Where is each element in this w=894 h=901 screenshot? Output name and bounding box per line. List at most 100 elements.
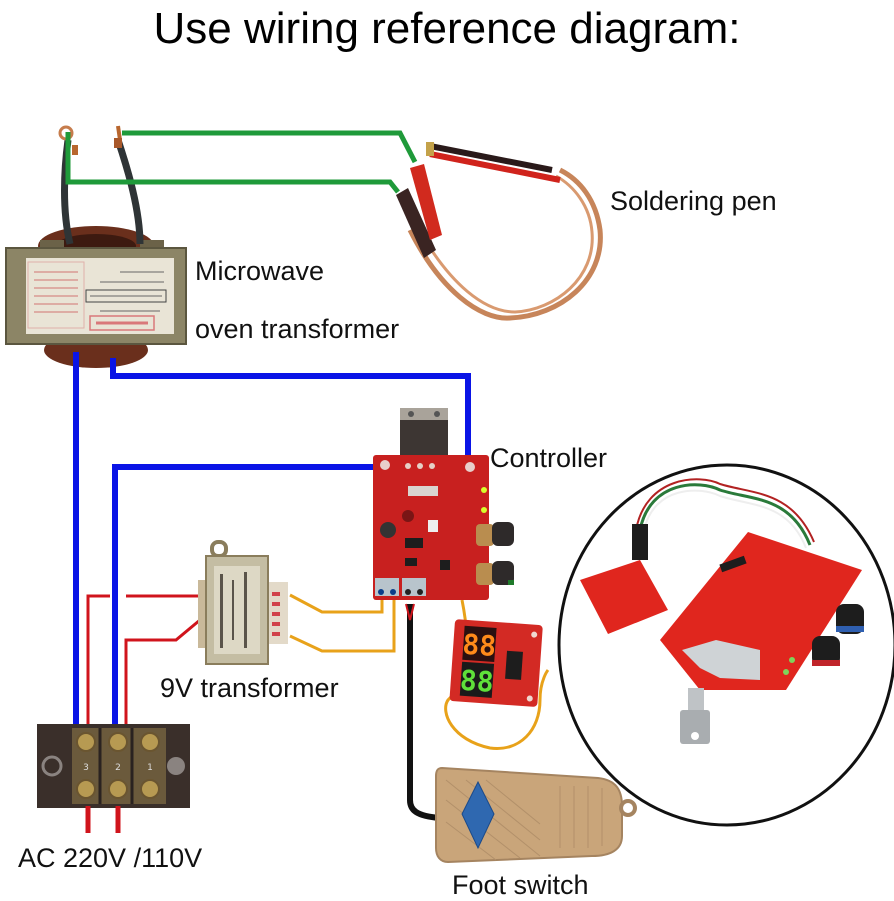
inset-knob-blue-ring: [836, 626, 864, 632]
orange-wire-bottom: [289, 600, 396, 653]
foot-switch-cable: [405, 603, 441, 821]
inset-ribbon-white: [643, 489, 807, 549]
black-wire: [407, 604, 441, 821]
pot-1-body: [476, 524, 494, 546]
label-foot-switch: Foot switch: [452, 870, 589, 900]
terminal-screws-black: [405, 589, 423, 595]
blue-wire-controller-to-terminal: [112, 464, 384, 730]
terminal-numbers: 3 2 1: [83, 763, 153, 773]
xfmr-9v-label-text: [220, 572, 247, 648]
terminal-block: 3 2 1: [37, 724, 190, 833]
label-controller: Controller: [490, 443, 608, 473]
inset-knob-red: [812, 636, 840, 666]
soldering-pen: [396, 142, 603, 321]
green-wires: [65, 130, 418, 194]
controller-ic-2: [405, 558, 417, 566]
scr-tab-hole-1: [408, 411, 414, 417]
label-oven-transformer: oven transformer: [195, 314, 400, 344]
controller-capacitor-1: [380, 522, 396, 538]
display-driver-ic: [505, 650, 523, 680]
mot-spec-box: [85, 289, 167, 303]
pen-electrode-tips: [426, 142, 434, 156]
controller-inset: [557, 463, 894, 827]
controller-mount-hole-1: [380, 460, 390, 470]
inset-ribbon-red: [635, 478, 815, 543]
mot-spec-lines: [90, 271, 164, 312]
red-wire-split: [405, 603, 415, 621]
pot-1-knob: [492, 522, 514, 546]
display-top-bg: [462, 625, 497, 662]
green-wire-lower: [65, 132, 400, 194]
controller-board: [373, 408, 514, 600]
mot-lead-right: [114, 138, 144, 245]
inset-header: [719, 555, 747, 573]
display-module: 88 88: [449, 619, 543, 707]
terminal-mount-left: [41, 755, 63, 777]
mot-crimp-left: [72, 145, 78, 155]
transformer-9v: [198, 540, 288, 665]
foot-switch-loop: [619, 799, 637, 817]
controller-ic-3: [440, 560, 450, 570]
scr-pads: [405, 463, 435, 469]
label-ac-input: AC 220V /110V: [18, 843, 203, 873]
green-wire-upper: [122, 130, 418, 164]
inset-scr-hole: [691, 732, 699, 740]
mot-label-table: [27, 261, 85, 329]
mot-ring-terminal-right: [116, 125, 122, 141]
orange-wire-top: [289, 593, 384, 614]
pen-handle-black: [396, 188, 436, 258]
terminal-screws: [76, 732, 160, 799]
xfmr-9v-hanging-tab: [210, 540, 228, 558]
display-hole-2: [526, 695, 533, 702]
blue-wires: [73, 352, 471, 730]
pen-copper-cable-1: [407, 167, 603, 321]
pot-2-body: [476, 563, 494, 585]
foot-switch: [435, 766, 637, 864]
inset-ribbon-green: [638, 483, 812, 546]
inset-display-board: [580, 560, 668, 634]
inset-copper-pad: [682, 640, 760, 680]
foot-switch-logo-diamond: [461, 780, 495, 850]
terminal-mount-right: [167, 757, 185, 775]
pen-tip-red: [429, 151, 561, 183]
label-microwave: Microwave: [195, 256, 325, 286]
controller-led-1: [481, 487, 487, 493]
controller-capacitor-2: [402, 510, 414, 522]
pen-handle-red: [410, 164, 442, 240]
diagram-title: Use wiring reference diagram:: [153, 4, 741, 53]
inset-leds: [783, 657, 795, 675]
mot-crimp-right: [114, 138, 122, 148]
display-top-digits: 88: [461, 628, 497, 663]
label-soldering-pen: Soldering pen: [610, 186, 777, 216]
label-9v-transformer: 9V transformer: [160, 673, 339, 703]
scr-tab-hole-2: [434, 411, 440, 417]
controller-led-2: [481, 507, 487, 513]
red-wire-left-a: [86, 594, 110, 731]
red-wires: [86, 594, 209, 731]
mot-danger-box: [89, 315, 155, 331]
inset-connector: [632, 524, 648, 560]
terminal-number-2: 2: [115, 763, 121, 773]
inset-knob-red-ring: [812, 660, 840, 666]
pot-2-green-ring: [508, 580, 514, 585]
pot-2-knob: [492, 561, 514, 585]
terminal-screws-blue: [378, 589, 396, 595]
microwave-oven-transformer: [5, 125, 187, 368]
pen-copper-cable-2: [416, 174, 594, 314]
terminal-number-3: 3: [83, 763, 89, 773]
controller-mount-hole-2: [465, 462, 475, 472]
pen-tip-black: [429, 143, 553, 173]
display-bottom-bg: [459, 661, 495, 698]
mot-label-lines: [34, 271, 78, 313]
controller-connector-small: [428, 520, 438, 532]
terminal-number-1: 1: [147, 763, 153, 773]
controller-resistor: [408, 486, 438, 496]
red-wire-right: [124, 618, 201, 731]
blue-wire-mot-to-controller: [110, 358, 471, 468]
red-wire-left-b: [126, 594, 209, 600]
display-bottom-digits: 88: [459, 664, 495, 699]
inset-scr-body: [680, 710, 710, 744]
display-hole-1: [531, 631, 538, 638]
xfmr-9v-pins: [272, 592, 280, 636]
